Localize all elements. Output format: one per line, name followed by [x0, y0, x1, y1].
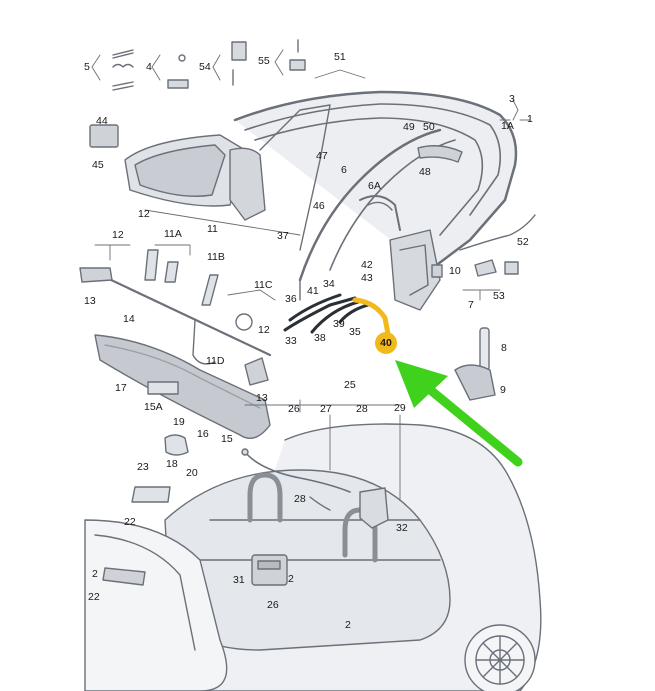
car-body — [84, 423, 542, 691]
callout-54[interactable]: 54 — [199, 61, 211, 73]
callout-19[interactable]: 19 — [173, 416, 185, 428]
callout-34[interactable]: 34 — [323, 278, 335, 290]
lock-26 — [251, 554, 288, 586]
pointer-arrow — [395, 360, 523, 467]
callout-13-right[interactable]: 13 — [256, 392, 268, 404]
callout-37[interactable]: 37 — [277, 230, 289, 242]
callout-15[interactable]: 15 — [221, 433, 233, 445]
callout-50[interactable]: 50 — [423, 121, 435, 133]
leader-lines — [91, 49, 531, 501]
small-parts — [89, 39, 519, 586]
callout-11d[interactable]: 11D — [206, 355, 225, 367]
callout-22-top[interactable]: 22 — [124, 516, 136, 528]
callout-12-left[interactable]: 12 — [112, 229, 124, 241]
callout-11b[interactable]: 11B — [207, 251, 225, 263]
callout-35[interactable]: 35 — [349, 326, 361, 338]
callout-36[interactable]: 36 — [285, 293, 297, 305]
callout-23[interactable]: 23 — [137, 461, 149, 473]
callout-28-top[interactable]: 28 — [356, 403, 368, 415]
callout-38[interactable]: 38 — [314, 332, 326, 344]
bowden-cable-27 — [241, 448, 351, 511]
callout-47[interactable]: 47 — [316, 150, 328, 162]
callout-12-right[interactable]: 12 — [258, 324, 270, 336]
callout-48[interactable]: 48 — [419, 166, 431, 178]
seal-strips — [283, 293, 391, 337]
callout-46[interactable]: 46 — [313, 200, 325, 212]
callout-1a[interactable]: 1A — [501, 120, 514, 132]
callout-39[interactable]: 39 — [333, 318, 345, 330]
callout-44[interactable]: 44 — [96, 115, 108, 127]
callout-42[interactable]: 42 — [361, 259, 373, 271]
callout-26-top[interactable]: 26 — [288, 403, 300, 415]
callout-16[interactable]: 16 — [197, 428, 209, 440]
callout-2-mid[interactable]: 2 — [288, 573, 294, 585]
callout-6a[interactable]: 6A — [368, 180, 381, 192]
callout-26-bottom[interactable]: 26 — [267, 599, 279, 611]
cover-15 — [94, 334, 271, 439]
callout-22-bottom[interactable]: 22 — [88, 591, 100, 603]
callout-43[interactable]: 43 — [361, 272, 373, 284]
callout-53[interactable]: 53 — [493, 290, 505, 302]
linkage-11 — [79, 249, 272, 386]
callout-5[interactable]: 5 — [84, 61, 90, 73]
callout-2-left[interactable]: 2 — [92, 568, 98, 580]
callout-45[interactable]: 45 — [92, 159, 104, 171]
callout-6[interactable]: 6 — [341, 164, 347, 176]
callout-55[interactable]: 55 — [258, 55, 270, 67]
callout-33[interactable]: 33 — [285, 335, 297, 347]
callout-49[interactable]: 49 — [403, 121, 415, 133]
bracket-29 — [359, 487, 389, 529]
callout-7[interactable]: 7 — [468, 299, 474, 311]
callout-40-highlighted[interactable]: 40 — [375, 332, 397, 354]
callout-3[interactable]: 3 — [509, 93, 515, 105]
callout-8[interactable]: 8 — [501, 342, 507, 354]
callout-52[interactable]: 52 — [517, 236, 529, 248]
callout-32[interactable]: 32 — [396, 522, 408, 534]
callout-14[interactable]: 14 — [123, 313, 135, 325]
callout-11[interactable]: 11 — [207, 223, 218, 235]
callout-51[interactable]: 51 — [334, 51, 346, 63]
callout-11a[interactable]: 11A — [164, 228, 182, 240]
callout-18[interactable]: 18 — [166, 458, 178, 470]
roll-bar-left — [247, 472, 283, 523]
callout-2-right[interactable]: 2 — [345, 619, 351, 631]
callout-20[interactable]: 20 — [186, 467, 198, 479]
callout-28-bottom[interactable]: 28 — [294, 493, 306, 505]
callout-1[interactable]: 1 — [527, 113, 533, 125]
callout-15a[interactable]: 15A — [144, 401, 163, 413]
callout-31[interactable]: 31 — [233, 574, 245, 586]
callout-27[interactable]: 27 — [320, 403, 332, 415]
callout-11c[interactable]: 11C — [254, 279, 273, 291]
callout-9[interactable]: 9 — [500, 384, 506, 396]
callout-29[interactable]: 29 — [394, 402, 406, 414]
callout-17[interactable]: 17 — [115, 382, 127, 394]
callout-41[interactable]: 41 — [307, 285, 319, 297]
callout-13-left[interactable]: 13 — [84, 295, 96, 307]
callout-12-top[interactable]: 12 — [138, 208, 150, 220]
callout-25[interactable]: 25 — [344, 379, 356, 391]
callout-4[interactable]: 4 — [146, 61, 152, 73]
convertible-top-frame — [124, 90, 536, 311]
callout-10[interactable]: 10 — [449, 265, 461, 277]
